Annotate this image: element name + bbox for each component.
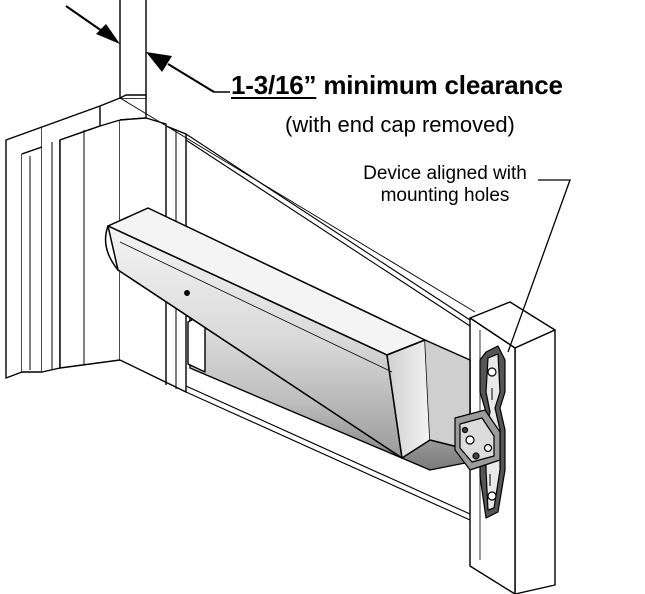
device-housing <box>104 207 471 459</box>
clearance-note: (with end cap removed) <box>285 112 515 137</box>
alignment-note: Device aligned with mounting holes <box>363 163 527 206</box>
clearance-dimension-arrows <box>65 5 230 93</box>
clearance-heading: 1-3/16” minimum clearance <box>231 70 563 101</box>
chassis-hardware <box>454 345 506 519</box>
clearance-value: 1-3/16” <box>231 70 317 100</box>
clearance-text: minimum clearance <box>316 70 563 100</box>
door-frame <box>5 0 187 393</box>
alignment-leader-line <box>507 179 571 353</box>
door-panel <box>119 97 476 521</box>
